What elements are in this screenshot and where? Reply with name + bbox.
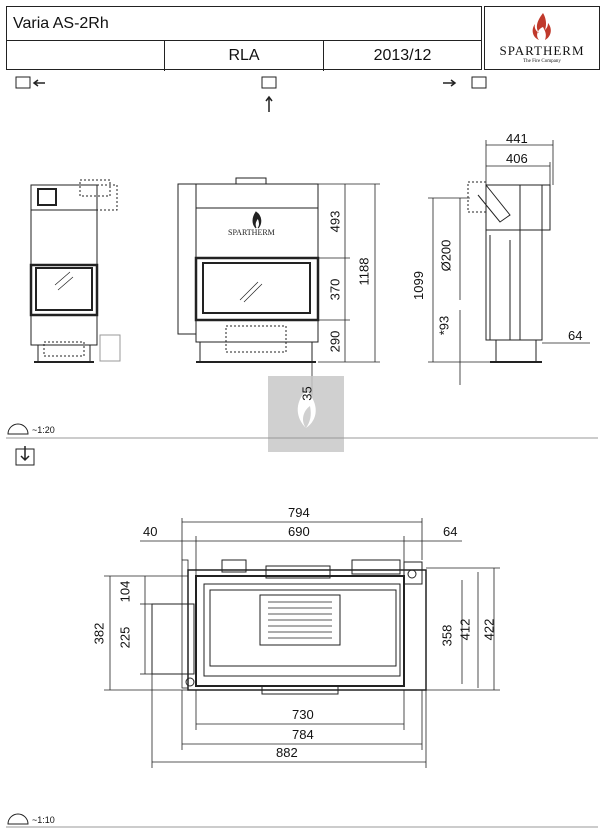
dim-730: 730 bbox=[292, 707, 314, 722]
date-label: 2013/12 bbox=[373, 46, 432, 64]
front-view: SPARTHERM bbox=[177, 177, 320, 363]
dim-93: *93 bbox=[436, 315, 452, 336]
logo-brand-text: SPARTHERM bbox=[499, 43, 585, 58]
view-top-icon bbox=[15, 446, 35, 466]
dim-382: 382 bbox=[91, 622, 107, 645]
dim-370: 370 bbox=[327, 278, 343, 301]
info-empty-cell bbox=[7, 40, 165, 71]
right-side-view bbox=[467, 181, 551, 363]
dim-690: 690 bbox=[288, 524, 310, 539]
dim-493: 493 bbox=[327, 210, 343, 233]
grate-slots bbox=[268, 601, 332, 639]
dim-1099: 1099 bbox=[410, 271, 426, 300]
variant-label: RLA bbox=[165, 40, 324, 71]
view-front-icon bbox=[261, 76, 277, 112]
scale-label-bottom: ~1:10 bbox=[32, 815, 55, 825]
dim-882: 882 bbox=[276, 745, 298, 760]
scale-icon-top bbox=[7, 423, 29, 435]
dim-406: 406 bbox=[506, 151, 528, 166]
dim-1188: 1188 bbox=[356, 257, 372, 286]
logo-tagline: The Fire Company bbox=[523, 59, 561, 64]
right-dimension-lines bbox=[428, 140, 590, 385]
model-name: Varia AS-2Rh bbox=[13, 14, 109, 32]
brand-logo: SPARTHERM The Fire Company bbox=[484, 6, 600, 70]
scale-label-top: ~1:20 bbox=[32, 425, 55, 435]
front-logo-text: SPARTHERM bbox=[228, 228, 275, 237]
dim-422: 422 bbox=[481, 618, 497, 641]
dim-d200: Ø200 bbox=[438, 239, 454, 272]
dim-40: 40 bbox=[143, 524, 158, 539]
plan-dimension-lines bbox=[104, 518, 500, 768]
dim-784: 784 bbox=[292, 727, 314, 742]
info-row: RLA 2013/12 bbox=[7, 40, 481, 71]
dim-104: 104 bbox=[117, 580, 133, 603]
title-row: Varia AS-2Rh bbox=[7, 7, 481, 41]
dim-412: 412 bbox=[457, 618, 473, 641]
dim-64-plan: 64 bbox=[443, 524, 458, 539]
dim-794: 794 bbox=[288, 505, 310, 520]
dim-290: 290 bbox=[327, 330, 343, 353]
dim-441: 441 bbox=[506, 131, 528, 146]
left-side-view bbox=[29, 179, 121, 363]
flame-icon bbox=[532, 13, 551, 40]
view-right-icon bbox=[443, 76, 487, 89]
title-block: Varia AS-2Rh RLA 2013/12 bbox=[6, 6, 482, 71]
dim-225: 225 bbox=[117, 626, 133, 649]
front-flame-icon bbox=[252, 211, 262, 229]
dim-358: 358 bbox=[439, 624, 455, 647]
dim-35: 35 bbox=[299, 386, 315, 401]
plan-view bbox=[151, 559, 427, 695]
view-left-icon bbox=[15, 76, 45, 89]
dim-64-side: 64 bbox=[568, 328, 583, 343]
watermark-logo bbox=[268, 376, 344, 452]
scale-icon-bottom bbox=[7, 813, 29, 825]
front-dimension-lines bbox=[311, 183, 380, 395]
